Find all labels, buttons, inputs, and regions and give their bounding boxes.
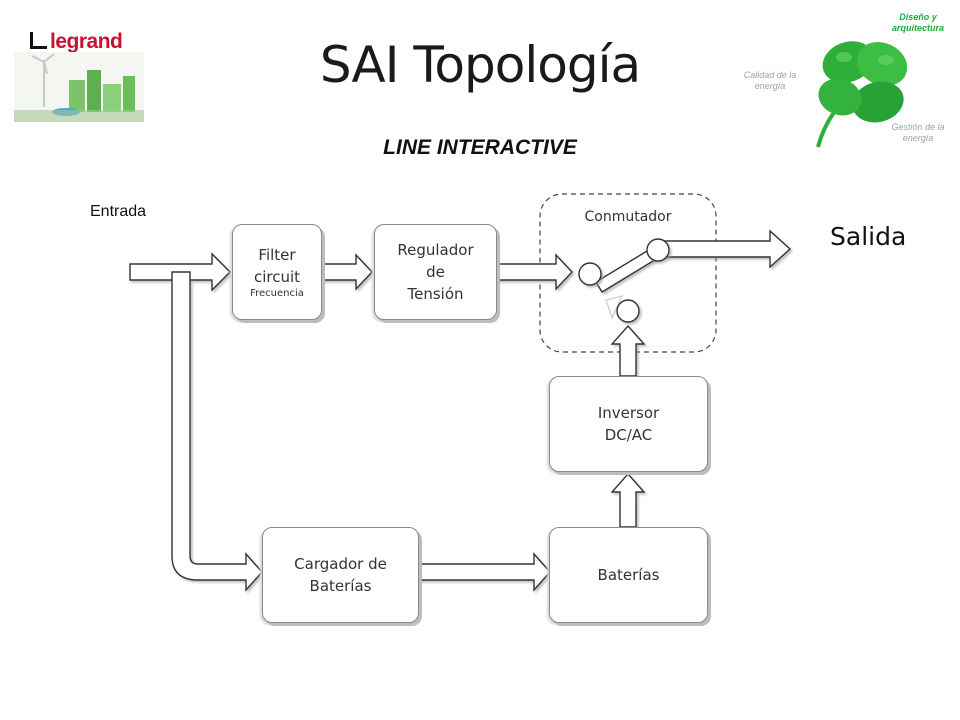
logo-text: legrand bbox=[50, 30, 123, 53]
inverter-line1: Inversor bbox=[597, 404, 660, 422]
page-title: SAI Topología bbox=[319, 36, 641, 94]
clover-left-label: Calidad de la energía bbox=[743, 70, 797, 91]
switch-label: Conmutador bbox=[584, 209, 672, 225]
bypass-to-charger-arrow bbox=[171, 271, 263, 592]
clover-icon bbox=[816, 41, 908, 148]
clover-top-label: Diseño y arquitectura bbox=[891, 12, 944, 33]
batteries-block: Baterías bbox=[549, 527, 708, 623]
switch-contact-line bbox=[578, 262, 602, 286]
legrand-logo: legrand bbox=[30, 30, 123, 54]
regulator-line1: Regulador bbox=[397, 241, 474, 259]
output-label: Salida bbox=[830, 222, 907, 251]
input-label: Entrada bbox=[90, 203, 147, 220]
switch-contact-inverter bbox=[616, 299, 640, 323]
batteries-to-inverter-arrow bbox=[610, 472, 646, 528]
battery-charger-block: Cargador de Baterías bbox=[262, 527, 419, 623]
regulator-to-switch-arrow bbox=[496, 253, 573, 291]
switch-lever-shadow bbox=[605, 294, 624, 320]
filter-line3: Frecuencia bbox=[250, 288, 304, 299]
batteries-line1: Baterías bbox=[597, 566, 660, 584]
filter-line1: Filter bbox=[258, 246, 296, 264]
charger-to-batteries-arrow bbox=[417, 552, 551, 592]
inverter-block: Inversor DC/AC bbox=[549, 376, 708, 472]
buildings-image bbox=[14, 52, 144, 122]
inverter-line2: DC/AC bbox=[604, 426, 653, 444]
clover-right-label: Gestión de la energía bbox=[891, 122, 945, 143]
regulator-line2: de bbox=[426, 263, 445, 281]
legrand-mark-icon bbox=[30, 32, 47, 49]
voltage-regulator-block: Regulador de Tensión bbox=[374, 224, 497, 320]
charger-line1: Cargador de bbox=[294, 555, 387, 573]
filter-circuit-block: Filter circuit Frecuencia bbox=[232, 224, 322, 320]
inverter-to-switch-arrow bbox=[610, 324, 646, 377]
regulator-line3: Tensión bbox=[407, 285, 464, 303]
filter-line2: circuit bbox=[253, 268, 301, 286]
switch-contact-output bbox=[646, 238, 670, 262]
charger-line2: Baterías bbox=[309, 577, 372, 595]
filter-to-regulator-arrow bbox=[321, 253, 373, 291]
output-arrow bbox=[659, 229, 792, 269]
topology-subtitle: LINE INTERACTIVE bbox=[383, 136, 577, 159]
